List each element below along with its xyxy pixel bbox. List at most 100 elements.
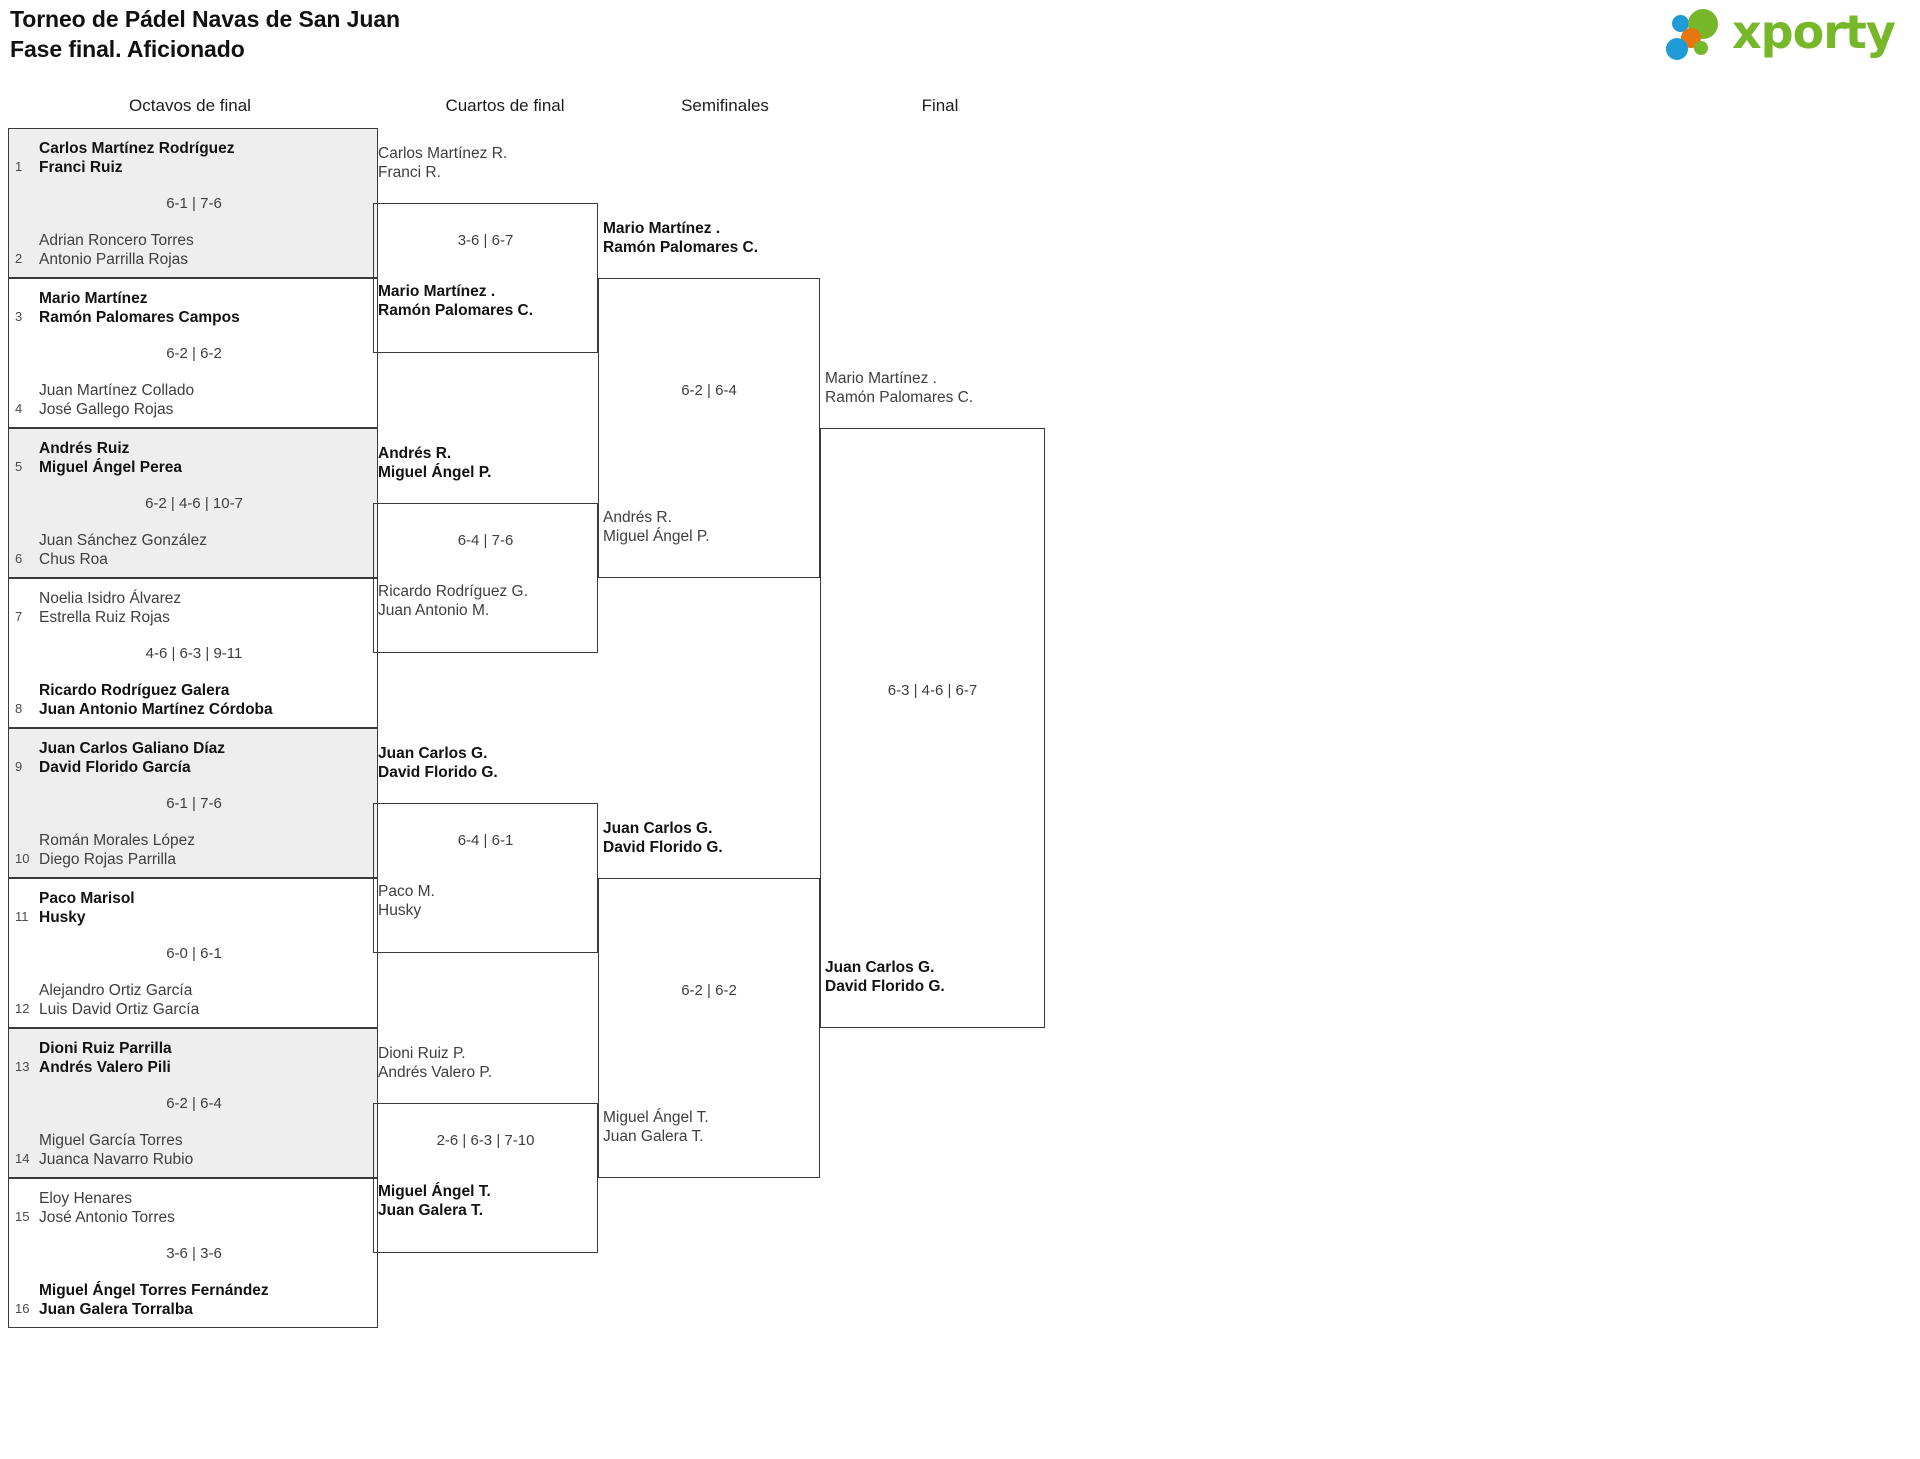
player-name: Juanca Navarro Rubio bbox=[39, 1151, 194, 1168]
player-name: David Florido García bbox=[39, 759, 191, 776]
player-name: Andrés Valero Pili bbox=[39, 1059, 171, 1076]
player-name: Andrés R. bbox=[603, 509, 672, 526]
player-name: Ramón Palomares C. bbox=[825, 389, 974, 406]
player-name: Andrés Ruiz bbox=[39, 440, 130, 457]
r1-m2-team-bottom: 4 Juan Martínez Collado José Gallego Roj… bbox=[9, 381, 379, 419]
r2-m1-score: 3-6 | 6-7 bbox=[457, 232, 514, 249]
r2-m3-team-top: Juan Carlos G. David Florido G. bbox=[378, 744, 498, 782]
r1-match-5[interactable]: 9 Juan Carlos Galiano Díaz David Florido… bbox=[8, 728, 378, 878]
r1-m5-score: 6-1 | 7-6 bbox=[166, 795, 222, 812]
r1-m8-team-top: 15 Eloy Henares José Antonio Torres bbox=[9, 1189, 379, 1227]
r1-m3-team-top: 5 Andrés Ruiz Miguel Ángel Perea bbox=[9, 439, 379, 477]
player-name: Ricardo Rodríguez G. bbox=[378, 583, 528, 600]
r1-m6-team-top: 11 Paco Marisol Husky bbox=[9, 889, 379, 927]
player-name: David Florido G. bbox=[378, 764, 498, 781]
logo-dot-green-small bbox=[1694, 41, 1708, 55]
seed-number: 9 bbox=[15, 759, 23, 774]
player-name: Miguel Ángel T. bbox=[378, 1183, 491, 1200]
player-name: Mario Martínez . bbox=[378, 283, 496, 300]
player-name: Miguel Ángel P. bbox=[378, 464, 492, 481]
r1-match-7[interactable]: 13 Dioni Ruiz Parrilla Andrés Valero Pil… bbox=[8, 1028, 378, 1178]
r3-m1-score: 6-2 | 6-4 bbox=[681, 382, 737, 399]
r1-m2-team-top: 3 Mario Martínez Ramón Palomares Campos bbox=[9, 289, 379, 327]
r1-match-6[interactable]: 11 Paco Marisol Husky 6-0 | 6-1 12 Aleja… bbox=[8, 878, 378, 1028]
player-name: Juan Antonio M. bbox=[378, 602, 490, 619]
r1-m7-score: 6-2 | 6-4 bbox=[166, 1095, 222, 1112]
r3-m2-team-top: Juan Carlos G. David Florido G. bbox=[603, 819, 723, 857]
player-name: Juan Carlos G. bbox=[825, 959, 935, 976]
r1-match-4[interactable]: 7 Noelia Isidro Álvarez Estrella Ruiz Ro… bbox=[8, 578, 378, 728]
r2-connector-1 bbox=[373, 203, 598, 353]
player-name: Diego Rojas Parrilla bbox=[39, 851, 176, 868]
player-name: Luis David Ortiz García bbox=[39, 1001, 200, 1018]
r1-m4-score: 4-6 | 6-3 | 9-11 bbox=[145, 645, 243, 662]
player-name: Juan Martínez Collado bbox=[39, 382, 195, 399]
r3-m2-score: 6-2 | 6-2 bbox=[681, 982, 737, 999]
seed-number: 15 bbox=[15, 1209, 30, 1224]
r2-connector-3 bbox=[373, 803, 598, 953]
r1-match-1[interactable]: 1 Carlos Martínez Rodríguez Franci Ruiz … bbox=[8, 128, 378, 278]
player-name: Andrés Valero P. bbox=[378, 1064, 493, 1081]
r1-m7-team-bottom: 14 Miguel García Torres Juanca Navarro R… bbox=[9, 1131, 379, 1169]
r1-match-2[interactable]: 3 Mario Martínez Ramón Palomares Campos … bbox=[8, 278, 378, 428]
round-header-octavos: Octavos de final bbox=[129, 96, 251, 115]
r1-m1-team-top: 1 Carlos Martínez Rodríguez Franci Ruiz bbox=[9, 139, 379, 177]
r2-m4-score: 2-6 | 6-3 | 7-10 bbox=[436, 1132, 535, 1149]
player-name: Juan Sánchez González bbox=[39, 532, 208, 549]
round-header-cuartos: Cuartos de final bbox=[445, 96, 565, 115]
player-name: Juan Carlos Galiano Díaz bbox=[39, 740, 226, 757]
seed-number: 5 bbox=[15, 459, 23, 474]
r1-m3-team-bottom: 6 Juan Sánchez González Chus Roa bbox=[9, 531, 379, 569]
player-name: Franci R. bbox=[378, 164, 441, 181]
round-header-final: Final bbox=[921, 96, 959, 115]
logo-dot-blue-large bbox=[1666, 38, 1688, 60]
tournament-phase: Fase final. Aficionado bbox=[10, 36, 245, 63]
player-name: Paco M. bbox=[378, 883, 435, 900]
r3-m1-team-top: Mario Martínez . Ramón Palomares C. bbox=[603, 219, 758, 257]
player-name: Chus Roa bbox=[39, 551, 108, 568]
r2-m3-score: 6-4 | 6-1 bbox=[457, 832, 514, 849]
seed-number: 8 bbox=[15, 701, 23, 716]
r2-m1-team-top: Carlos Martínez R. Franci R. bbox=[378, 144, 507, 182]
logo-wordmark: xporty bbox=[1732, 5, 1896, 59]
player-name: David Florido G. bbox=[603, 839, 723, 856]
player-name: Andrés R. bbox=[378, 445, 452, 462]
r1-m4-team-top: 7 Noelia Isidro Álvarez Estrella Ruiz Ro… bbox=[9, 589, 379, 627]
player-name: Miguel Ángel Perea bbox=[39, 459, 182, 476]
round-header-semifinales: Semifinales bbox=[681, 96, 769, 115]
player-name: Noelia Isidro Álvarez bbox=[39, 590, 182, 607]
seed-number: 6 bbox=[15, 551, 23, 566]
seed-number: 4 bbox=[15, 401, 23, 416]
r1-m1-score: 6-1 | 7-6 bbox=[166, 195, 222, 212]
r1-m6-score: 6-0 | 6-1 bbox=[166, 945, 222, 962]
r2-connector-4 bbox=[373, 1103, 598, 1253]
player-name: Antonio Parrilla Rojas bbox=[39, 251, 189, 268]
page-header: Torneo de Pádel Navas de San Juan Fase f… bbox=[0, 0, 1920, 70]
r1-match-3[interactable]: 5 Andrés Ruiz Miguel Ángel Perea 6-2 | 4… bbox=[8, 428, 378, 578]
player-name: Miguel Ángel P. bbox=[603, 528, 710, 545]
page-title: Torneo de Pádel Navas de San Juan Fase f… bbox=[10, 4, 400, 65]
seed-number: 13 bbox=[15, 1059, 30, 1074]
player-name: Dioni Ruiz Parrilla bbox=[39, 1040, 172, 1057]
player-name: Eloy Henares bbox=[39, 1190, 133, 1207]
seed-number: 3 bbox=[15, 309, 23, 324]
logo-dot-blue-small bbox=[1672, 15, 1689, 32]
seed-number: 14 bbox=[15, 1151, 30, 1166]
r4-team-top: Mario Martínez . Ramón Palomares C. bbox=[825, 369, 973, 407]
seed-number: 2 bbox=[15, 251, 23, 266]
r1-m6-team-bottom: 12 Alejandro Ortiz García Luis David Ort… bbox=[9, 981, 379, 1019]
r4-score: 6-3 | 4-6 | 6-7 bbox=[887, 682, 978, 699]
seed-number: 16 bbox=[15, 1301, 30, 1316]
player-name: Juan Galera T. bbox=[603, 1128, 704, 1145]
player-name: José Gallego Rojas bbox=[39, 401, 174, 418]
xporty-logo[interactable]: xporty bbox=[1666, 5, 1898, 61]
r1-m7-team-top: 13 Dioni Ruiz Parrilla Andrés Valero Pil… bbox=[9, 1039, 379, 1077]
player-name: Carlos Martínez R. bbox=[378, 145, 508, 162]
r1-match-8[interactable]: 15 Eloy Henares José Antonio Torres 3-6 … bbox=[8, 1178, 378, 1328]
r1-m3-score: 6-2 | 4-6 | 10-7 bbox=[145, 495, 243, 512]
r2-m4-team-top: Dioni Ruiz P. Andrés Valero P. bbox=[378, 1044, 492, 1082]
r1-m2-score: 6-2 | 6-2 bbox=[166, 345, 222, 362]
r1-m5-team-top: 9 Juan Carlos Galiano Díaz David Florido… bbox=[9, 739, 379, 777]
player-name: Juan Carlos G. bbox=[378, 745, 488, 762]
